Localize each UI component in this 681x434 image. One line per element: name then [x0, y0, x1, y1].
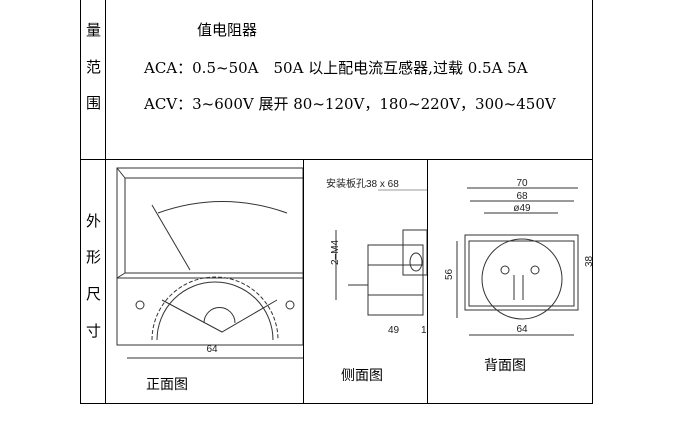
side-dim-screw: 2–M4	[330, 240, 341, 265]
dims-label-char: 外	[86, 212, 102, 230]
side-view-caption: 侧面图	[341, 368, 383, 384]
dims-label-char: 寸	[86, 322, 102, 340]
range-line-1: 值电阻器	[197, 21, 258, 39]
side-dim-depth: 49	[388, 325, 400, 336]
front-view-caption: 正面图	[146, 377, 188, 393]
table-left-border	[80, 0, 81, 404]
table-right-border	[592, 0, 593, 404]
cell-divider-1	[303, 159, 304, 404]
back-view-drawing: 70 68 ø49 56 64 38	[444, 178, 592, 336]
back-dim-cut: 38	[584, 255, 592, 267]
table-bottom-border	[80, 403, 593, 404]
cell-divider-2	[427, 159, 428, 404]
back-dim-68: 68	[516, 191, 528, 202]
table-row-divider	[80, 159, 593, 160]
dims-label-char: 形	[86, 248, 102, 266]
back-dim-64: 64	[516, 324, 528, 335]
range-line-aca: ACA：0.5~50A 50A 以上配电流互感器,过载 0.5A 5A	[144, 59, 528, 77]
back-view-caption: 背面图	[484, 358, 526, 374]
table-label-divider	[105, 0, 106, 404]
side-dim-extra: 1	[421, 325, 427, 336]
back-dim-70: 70	[516, 178, 528, 189]
back-dim-56: 56	[444, 268, 455, 280]
range-label-char: 围	[86, 94, 102, 112]
dims-label-char: 尺	[86, 285, 102, 303]
back-dim-phi49: ø49	[513, 203, 531, 214]
front-dim-width: 64	[206, 344, 218, 355]
side-view-drawing: 安装板孔38 x 68 2–M4 49 1	[326, 177, 427, 336]
range-label-char: 范	[86, 58, 102, 76]
range-label-char: 量	[86, 21, 102, 39]
front-view-drawing: 64	[116, 167, 303, 359]
range-line-acv: ACV：3~600V 展开 80~120V，180~220V，300~450V	[144, 95, 556, 113]
side-dim-panel-hole: 安装板孔38 x 68	[326, 177, 399, 190]
